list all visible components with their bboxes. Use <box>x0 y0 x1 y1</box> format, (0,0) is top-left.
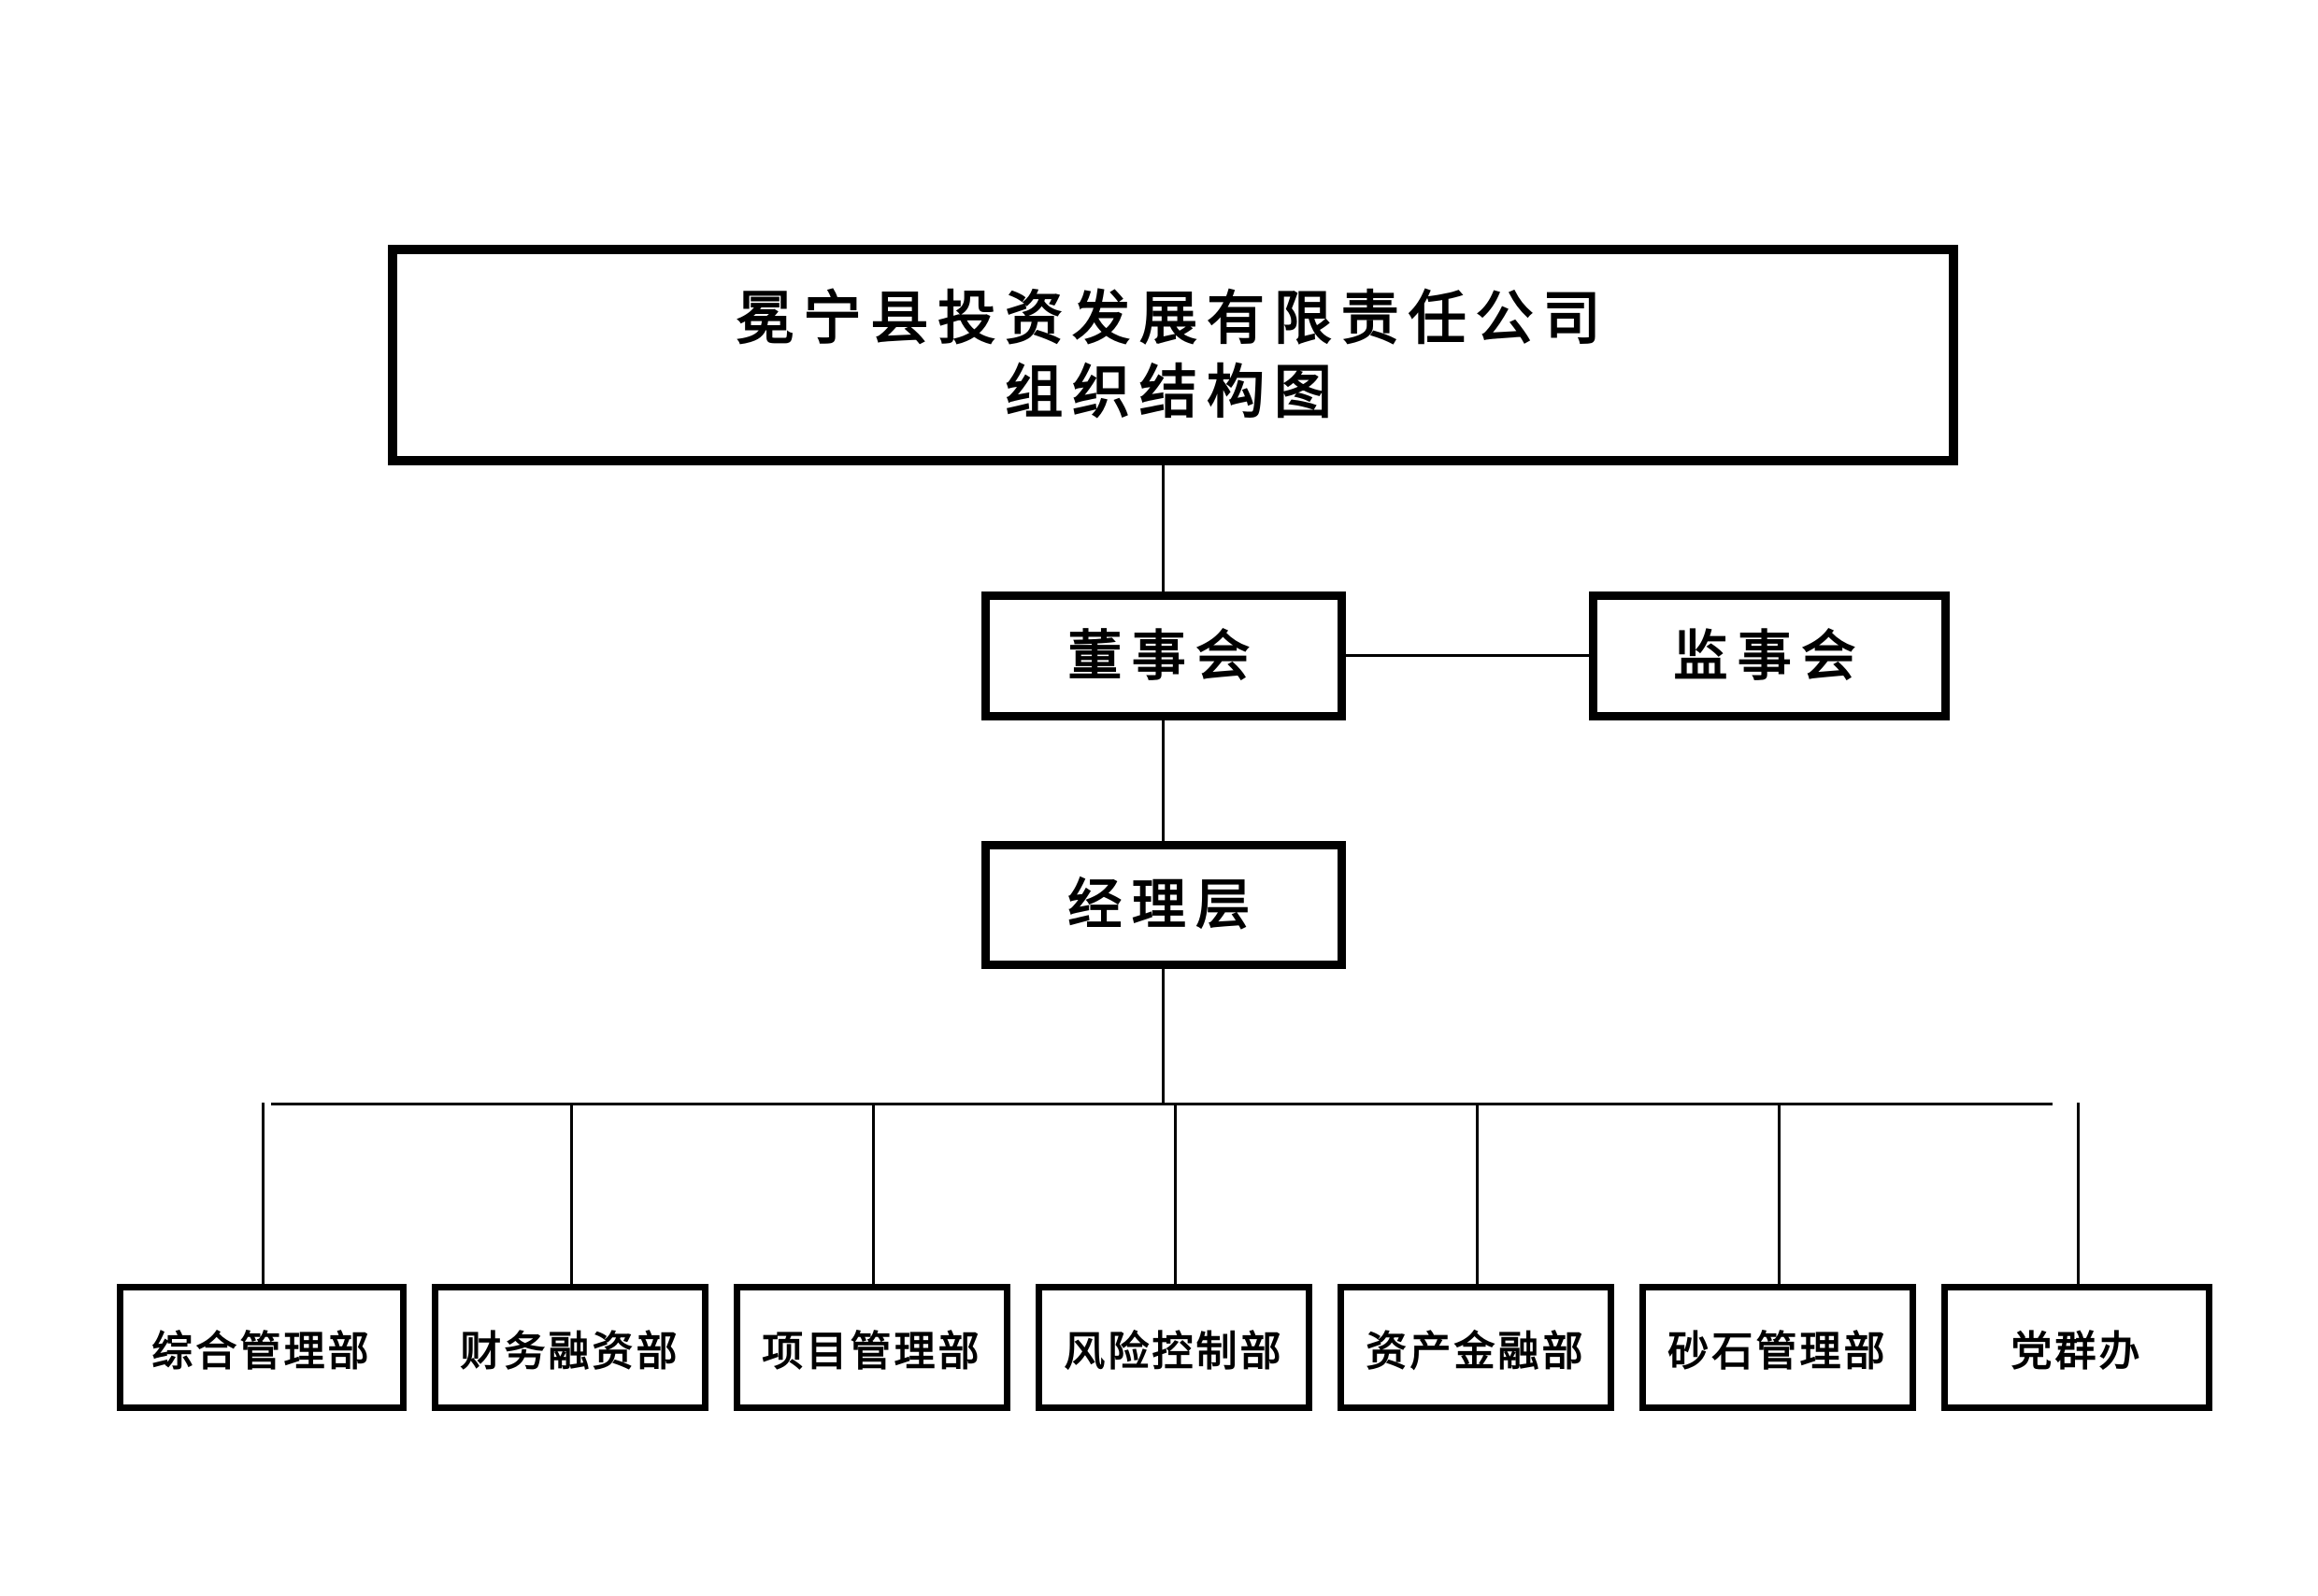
node-department-label: 资产金融部 <box>1366 1328 1586 1375</box>
connector-bus-to-department <box>2077 1103 2080 1284</box>
connector-bus-to-department <box>1476 1103 1479 1284</box>
node-department[interactable]: 砂石管理部 <box>1639 1284 1916 1411</box>
node-department[interactable]: 综合管理部 <box>117 1284 407 1411</box>
node-department[interactable]: 项目管理部 <box>734 1284 1010 1411</box>
node-company-title[interactable]: 冕宁县投资发展有限责任公司 组织结构图 <box>388 245 1958 465</box>
node-board-label: 董事会 <box>1067 623 1260 688</box>
node-management-layer[interactable]: 经理层 <box>981 841 1346 969</box>
node-department-label: 砂石管理部 <box>1667 1328 1888 1375</box>
node-department-label: 风险控制部 <box>1064 1328 1284 1375</box>
node-board-of-directors[interactable]: 董事会 <box>981 591 1346 720</box>
connector-management-to-bus <box>1162 968 1165 1104</box>
connector-bus-to-department <box>872 1103 875 1284</box>
node-department-label: 综合管理部 <box>151 1328 372 1375</box>
connector-board-to-management <box>1162 720 1165 842</box>
connector-bus-to-department <box>262 1103 265 1284</box>
node-department[interactable]: 风险控制部 <box>1036 1284 1312 1411</box>
connector-bus-to-department <box>1174 1103 1177 1284</box>
connector-department-bus <box>271 1103 2053 1105</box>
chart-subtitle-line: 组织结构图 <box>1005 358 1341 426</box>
connector-bus-to-department <box>1778 1103 1781 1284</box>
node-management-label: 经理层 <box>1067 873 1260 937</box>
node-department[interactable]: 党群办 <box>1941 1284 2212 1411</box>
company-name-line: 冕宁县投资发展有限责任公司 <box>736 283 1610 352</box>
connector-bus-to-department <box>570 1103 573 1284</box>
node-department-label: 项目管理部 <box>762 1328 982 1375</box>
node-department-label: 党群办 <box>2010 1328 2143 1375</box>
node-department[interactable]: 资产金融部 <box>1338 1284 1614 1411</box>
connector-board-to-supervisors <box>1346 654 1589 657</box>
connector-title-to-board <box>1162 464 1165 593</box>
node-department-label: 财务融资部 <box>460 1328 680 1375</box>
node-department[interactable]: 财务融资部 <box>432 1284 708 1411</box>
node-board-of-supervisors[interactable]: 监事会 <box>1589 591 1950 720</box>
node-supervisors-label: 监事会 <box>1673 623 1866 688</box>
